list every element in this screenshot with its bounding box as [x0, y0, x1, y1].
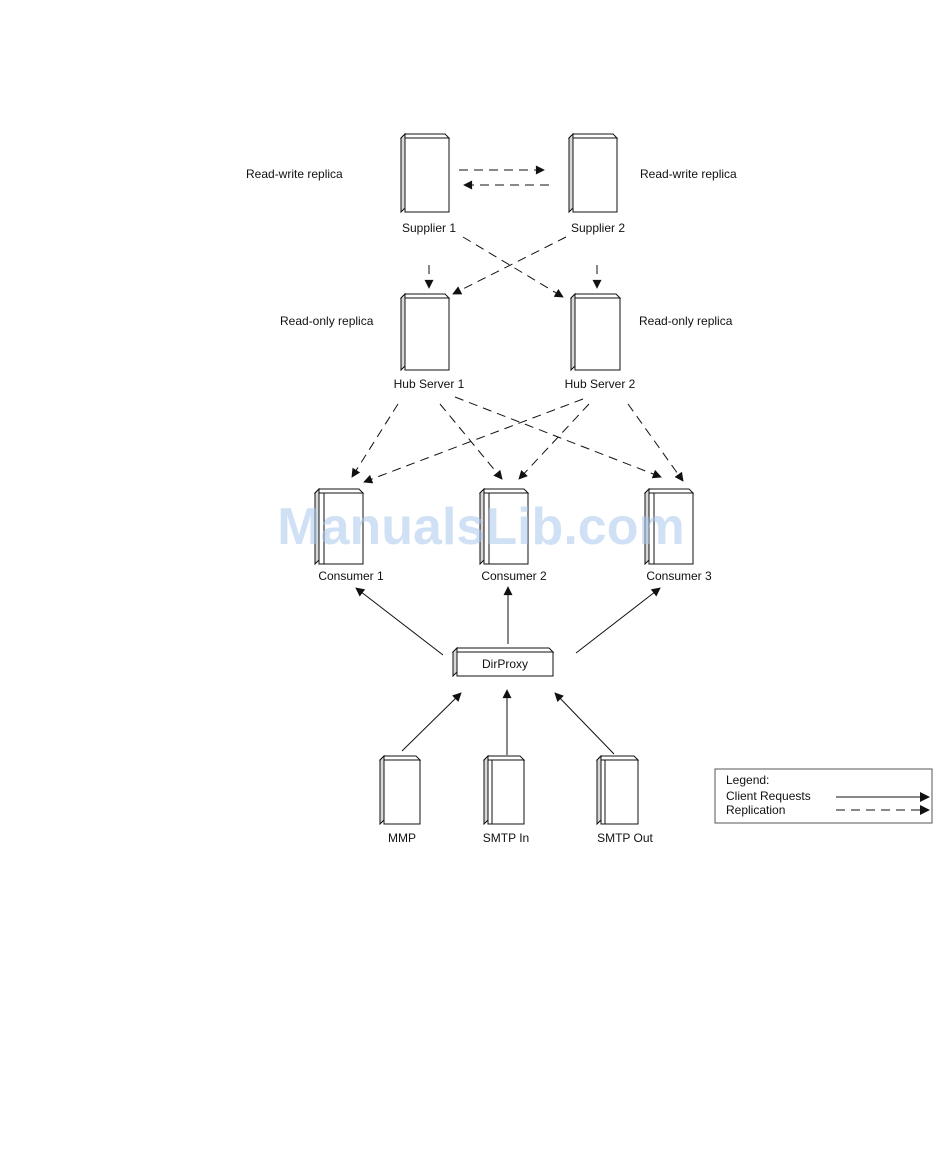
smtp-in-server-icon [484, 756, 524, 824]
consumer-3-label: Consumer 3 [646, 569, 712, 583]
legend-title: Legend: [726, 773, 769, 787]
edge-hub2-to-consumer1 [364, 399, 583, 482]
edge-hub1-to-consumer2 [440, 404, 502, 479]
legend-client-requests-label: Client Requests [726, 789, 811, 803]
supplier-1-label: Supplier 1 [402, 221, 456, 235]
edge-dirproxy-to-consumer1 [356, 588, 443, 655]
hub-server-2-label: Hub Server 2 [565, 377, 636, 391]
edge-dirproxy-to-consumer3 [576, 588, 660, 653]
edge-mmp-to-dirproxy [402, 693, 461, 751]
dirproxy-label: DirProxy [482, 657, 528, 671]
supplier-2-server-icon [569, 134, 617, 212]
edge-hub2-to-consumer3 [628, 404, 683, 481]
supplier-1-server-icon [401, 134, 449, 212]
smtp-out-server-icon [597, 756, 638, 824]
supplier-2-role-label: Read-write replica [640, 167, 737, 181]
legend-replication-label: Replication [726, 803, 785, 817]
supplier-1-role-label: Read-write replica [246, 167, 343, 181]
edge-supplier2-to-hub1 [453, 237, 566, 294]
smtp-in-label: SMTP In [483, 831, 529, 845]
watermark-text: ManualsLib.com [277, 498, 684, 556]
hub-server-2-role-label: Read-only replica [639, 314, 733, 328]
smtp-out-label: SMTP Out [597, 831, 653, 845]
hub-server-2-server-icon [571, 294, 620, 370]
edge-smtp_out-to-dirproxy [555, 693, 614, 754]
mmp-server-icon [380, 756, 420, 824]
mmp-label: MMP [388, 831, 416, 845]
consumer-2-label: Consumer 2 [481, 569, 547, 583]
edge-hub1-to-consumer1 [352, 404, 398, 477]
legend: Legend: Client Requests Replication [715, 769, 932, 823]
hub-server-1-role-label: Read-only replica [280, 314, 374, 328]
edge-hub2-to-consumer2 [519, 404, 589, 479]
consumer-1-label: Consumer 1 [318, 569, 384, 583]
hub-server-1-label: Hub Server 1 [394, 377, 465, 391]
hub-server-1-server-icon [401, 294, 449, 370]
supplier-2-label: Supplier 2 [571, 221, 625, 235]
